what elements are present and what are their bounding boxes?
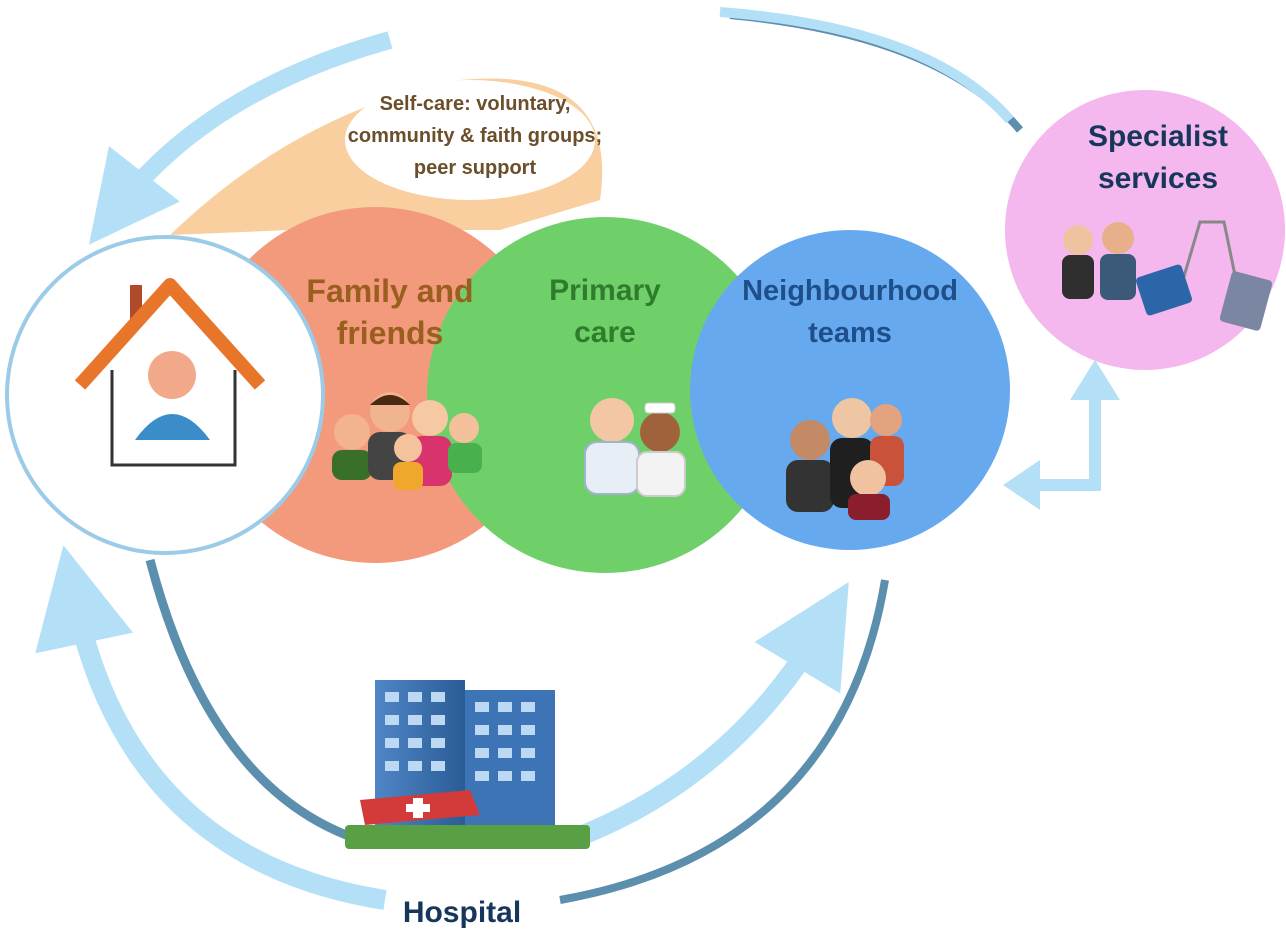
arrow-specialist-to-neighbourhood (1003, 360, 1120, 510)
primary-line2: care (574, 316, 636, 349)
neighbourhood-line2: teams (808, 317, 892, 349)
primary-line1: Primary (549, 274, 661, 307)
primary-label: Primary care (549, 274, 661, 349)
neighbourhood-label: Neighbourhood teams (742, 275, 958, 349)
specialist-label: Specialist services (1088, 120, 1228, 195)
family-line1: Family and (306, 273, 473, 309)
team-people-icon (786, 398, 904, 520)
specialist-equipment-icon (1062, 220, 1273, 331)
family-group-icon (332, 392, 482, 490)
arrow-top-left (88, 31, 393, 245)
self-care-label: Self-care: voluntary, community & faith … (348, 93, 602, 179)
family-line2: friends (337, 315, 444, 351)
house-person-icon (74, 278, 266, 467)
self-care-line3: peer support (414, 157, 537, 179)
self-care-line1: Self-care: voluntary, (380, 93, 571, 115)
arrow-bottom-left (35, 545, 387, 910)
arrow-top-right (719, 7, 1024, 133)
self-care-line2: community & faith groups; (348, 125, 602, 147)
arrow-hospital-to-neighbourhood (566, 581, 849, 850)
hospital-building-icon (345, 680, 590, 849)
neighbourhood-line1: Neighbourhood (742, 275, 958, 307)
specialist-line2: services (1098, 162, 1218, 195)
doctor-nurse-icon (584, 398, 686, 497)
self-care-shape (170, 78, 603, 235)
neighbourhood-circle (690, 230, 1010, 550)
arrow-neighbourhood-to-hospital (559, 579, 889, 904)
primary-circle (427, 217, 783, 573)
family-label: Family and friends (306, 273, 473, 351)
arrow-home-to-hospital (145, 558, 362, 845)
specialist-line1: Specialist (1088, 120, 1228, 153)
hospital-label: Hospital (403, 896, 521, 929)
specialist-circle (1005, 90, 1285, 370)
